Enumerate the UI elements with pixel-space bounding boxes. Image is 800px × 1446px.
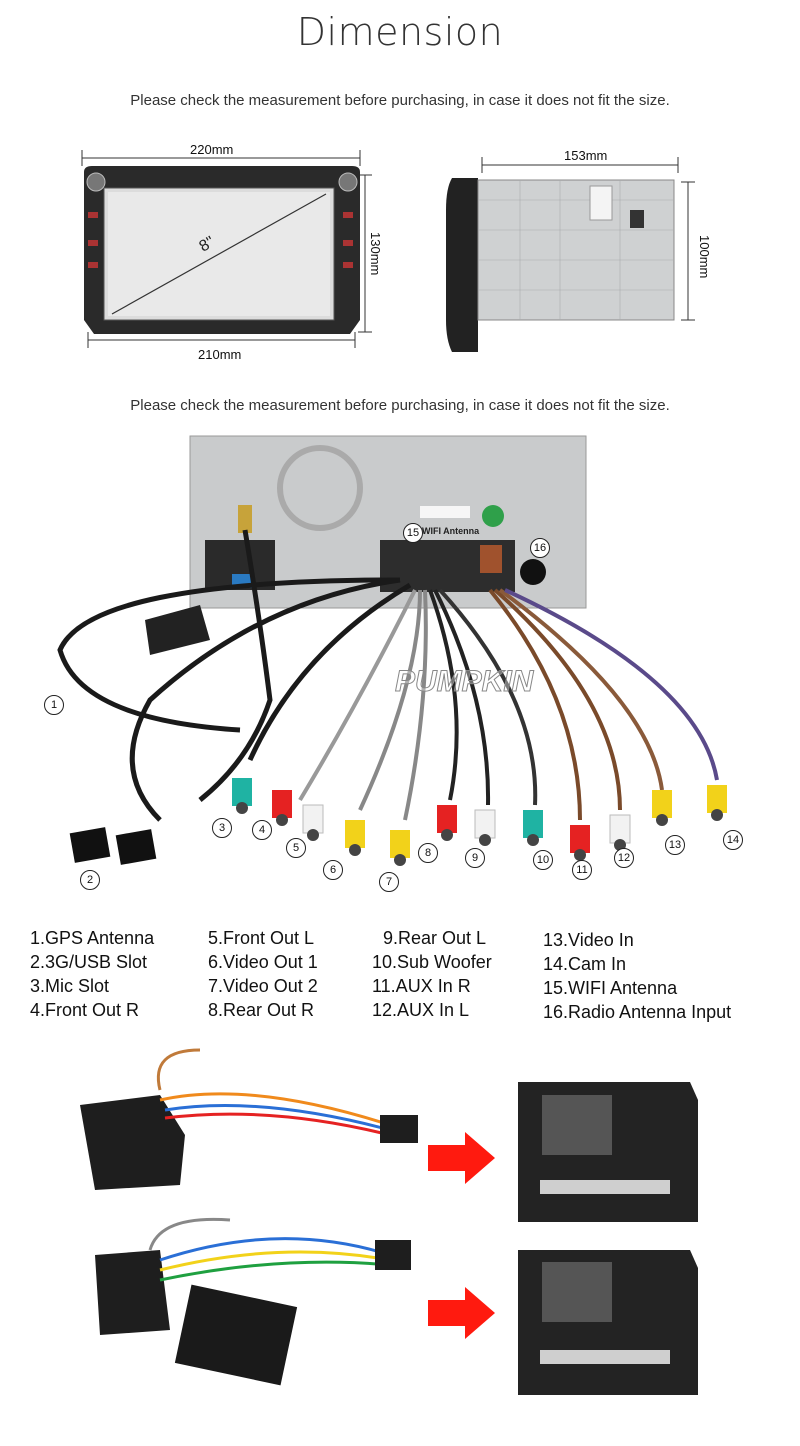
connector-closeup-1 xyxy=(518,1082,698,1222)
legend-item: 10.Sub Woofer xyxy=(372,952,492,972)
legend-col-2: 5.Front Out L 6.Video Out 1 7.Video Out … xyxy=(208,926,318,1022)
front-width-bottom: 210mm xyxy=(198,347,242,362)
legend-item: 3.Mic Slot xyxy=(30,976,110,996)
page-title: Dimension xyxy=(296,10,504,54)
legend-item: 2.3G/USB Slot xyxy=(30,952,148,972)
legend-col-1: 1.GPS Antenna 2.3G/USB Slot 3.Mic Slot 4… xyxy=(30,926,154,1022)
measurement-note-top: Please check the measurement before purc… xyxy=(130,92,670,109)
arrow-right-icon xyxy=(428,1287,495,1339)
legend-item: 15.WIFI Antenna xyxy=(543,978,678,998)
legend-item: 9.Rear Out L xyxy=(383,928,487,948)
arrow-right-icon xyxy=(428,1132,495,1184)
legend-col-4: 13.Video In 14.Cam In 15.WIFI Antenna 16… xyxy=(543,928,731,1024)
usb-connector-1 xyxy=(69,827,111,863)
legend-col-3: 9.Rear Out L 10.Sub Woofer 11.AUX In R 1… xyxy=(372,926,492,1022)
head-unit-front xyxy=(84,166,360,334)
callout-6: 6 xyxy=(323,860,343,880)
head-unit-side xyxy=(446,178,675,352)
wifi-antenna-label: WIFI Antenna xyxy=(422,526,480,536)
callout-13: 13 xyxy=(665,835,685,855)
callout-11: 11 xyxy=(572,860,592,880)
measurement-note-mid: Please check the measurement before purc… xyxy=(130,397,670,414)
legend-item: 1.GPS Antenna xyxy=(30,928,155,948)
usb-connector-2 xyxy=(115,829,157,865)
harness-1 xyxy=(80,1048,418,1190)
callout-10: 10 xyxy=(533,850,553,870)
legend-item: 8.Rear Out R xyxy=(208,1000,315,1020)
legend-item: 13.Video In xyxy=(543,930,634,950)
callout-5: 5 xyxy=(286,838,306,858)
callout-12: 12 xyxy=(614,848,634,868)
harness-2 xyxy=(95,1217,411,1386)
legend-item: 14.Cam In xyxy=(543,954,627,974)
callout-9: 9 xyxy=(465,848,485,868)
callout-7: 7 xyxy=(379,872,399,892)
front-and-side-view-illustration xyxy=(81,150,695,352)
rca-connectors xyxy=(232,778,727,866)
front-width-top: 220mm xyxy=(190,142,234,157)
legend-item: 7.Video Out 2 xyxy=(208,976,318,996)
gps-antenna xyxy=(145,605,210,655)
callout-2: 2 xyxy=(80,870,100,890)
callout-14: 14 xyxy=(723,830,743,850)
watermark: PUMPKIN xyxy=(394,665,534,699)
callout-3: 3 xyxy=(212,818,232,838)
callout-15: 15 xyxy=(403,523,423,543)
side-depth: 153mm xyxy=(564,148,608,163)
callout-1: 1 xyxy=(44,695,64,715)
legend-item: 4.Front Out R xyxy=(30,1000,140,1020)
wiring-illustration xyxy=(57,435,727,866)
legend-item: 11.AUX In R xyxy=(372,976,471,996)
callout-16: 16 xyxy=(530,538,550,558)
legend-item: 12.AUX In L xyxy=(372,1000,470,1020)
connector-closeup-2 xyxy=(518,1250,698,1395)
legend-item: 5.Front Out L xyxy=(208,928,315,948)
callout-4: 4 xyxy=(252,820,272,840)
callout-8: 8 xyxy=(418,843,438,863)
legend-item: 6.Video Out 1 xyxy=(208,952,318,972)
legend-item: 16.Radio Antenna Input xyxy=(543,1002,732,1022)
